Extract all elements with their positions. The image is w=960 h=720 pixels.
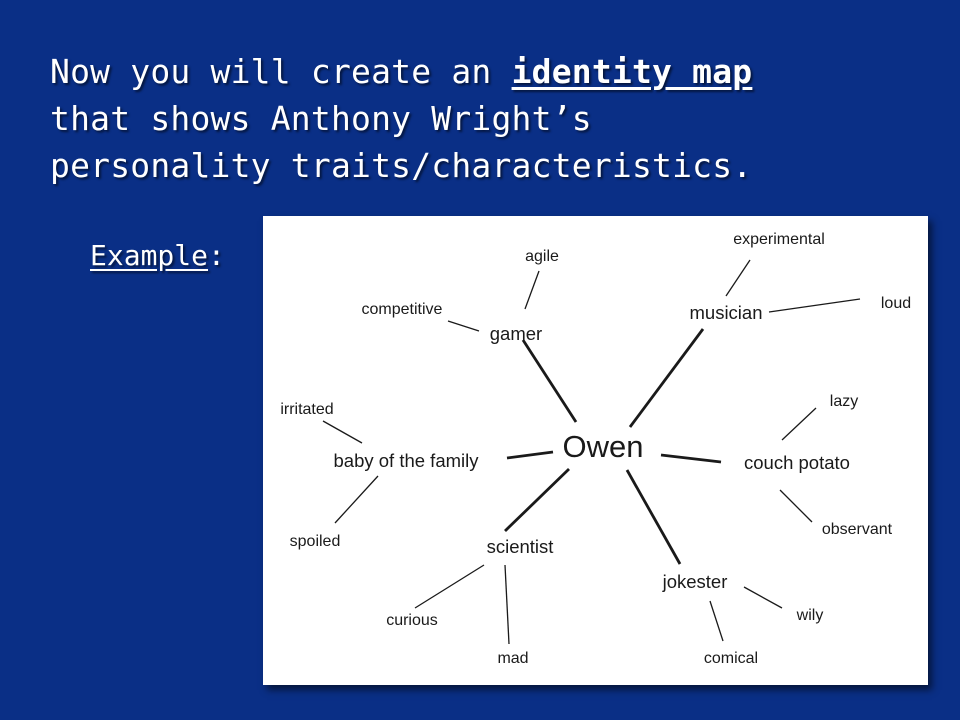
title-line-1-text: Now you will create an [50, 52, 512, 91]
branch-label-couch-potato: couch potato [744, 452, 850, 473]
trait-label-competitive: competitive [362, 301, 443, 318]
connector-center-scientist [504, 467, 570, 533]
branch-label-gamer: gamer [490, 323, 542, 344]
connector-center-couch-potato [660, 453, 722, 464]
branch-label-baby-of-the-family: baby of the family [334, 450, 480, 471]
slide-title: Now you will create an identity map that… [50, 48, 930, 189]
connector-center-baby-of-the-family [506, 450, 554, 460]
trait-label-irritated: irritated [280, 401, 333, 418]
trait-label-loud: loud [881, 295, 911, 312]
connector-gamer-competitive [447, 320, 480, 332]
trait-label-wily: wily [796, 607, 824, 624]
connector-musician-experimental [725, 259, 751, 297]
connector-lines [322, 259, 861, 645]
connector-scientist-mad [504, 564, 510, 645]
branch-label-jokester: jokester [662, 571, 728, 592]
trait-label-comical: comical [704, 650, 758, 667]
title-emphasis-identity-map: identity map [511, 52, 753, 91]
center-node-label: Owen [563, 429, 644, 464]
connector-baby-spoiled [334, 475, 379, 524]
connector-jokester-wily [743, 586, 783, 609]
trait-label-spoiled: spoiled [290, 533, 341, 550]
connector-couch-potato-observant [779, 489, 813, 523]
connector-musician-loud [768, 298, 861, 313]
connector-couch-potato-lazy [781, 407, 817, 441]
trait-label-lazy: lazy [830, 393, 858, 410]
trait-label-curious: curious [386, 612, 438, 629]
title-line-2: that shows Anthony Wright’s [50, 99, 592, 138]
trait-label-experimental: experimental [733, 231, 825, 248]
connector-jokester-comical [709, 600, 724, 642]
trait-label-observant: observant [822, 521, 893, 538]
title-line-1: Now you will create an identity map [50, 48, 930, 95]
connector-baby-irritated [322, 420, 363, 444]
branch-label-musician: musician [690, 302, 763, 323]
identity-map-diagram: Owen gamer musician couch potato jokeste… [263, 216, 928, 685]
identity-map-svg: Owen gamer musician couch potato jokeste… [280, 231, 911, 667]
connector-center-gamer [521, 339, 578, 423]
branch-label-scientist: scientist [487, 536, 554, 557]
title-line-3: personality traits/characteristics. [50, 146, 753, 185]
connector-scientist-curious [414, 564, 485, 609]
trait-label-agile: agile [525, 248, 559, 265]
connector-center-musician [628, 328, 705, 428]
trait-label-mad: mad [497, 650, 528, 667]
example-colon: : [208, 239, 225, 272]
branch-labels: gamer musician couch potato jokester sci… [334, 302, 850, 592]
connector-gamer-agile [524, 270, 540, 310]
example-label: Example [90, 239, 209, 272]
trait-labels: agile competitive experimental loud lazy… [280, 231, 911, 667]
example-heading: Example: [90, 236, 225, 276]
connector-center-jokester [625, 469, 682, 565]
